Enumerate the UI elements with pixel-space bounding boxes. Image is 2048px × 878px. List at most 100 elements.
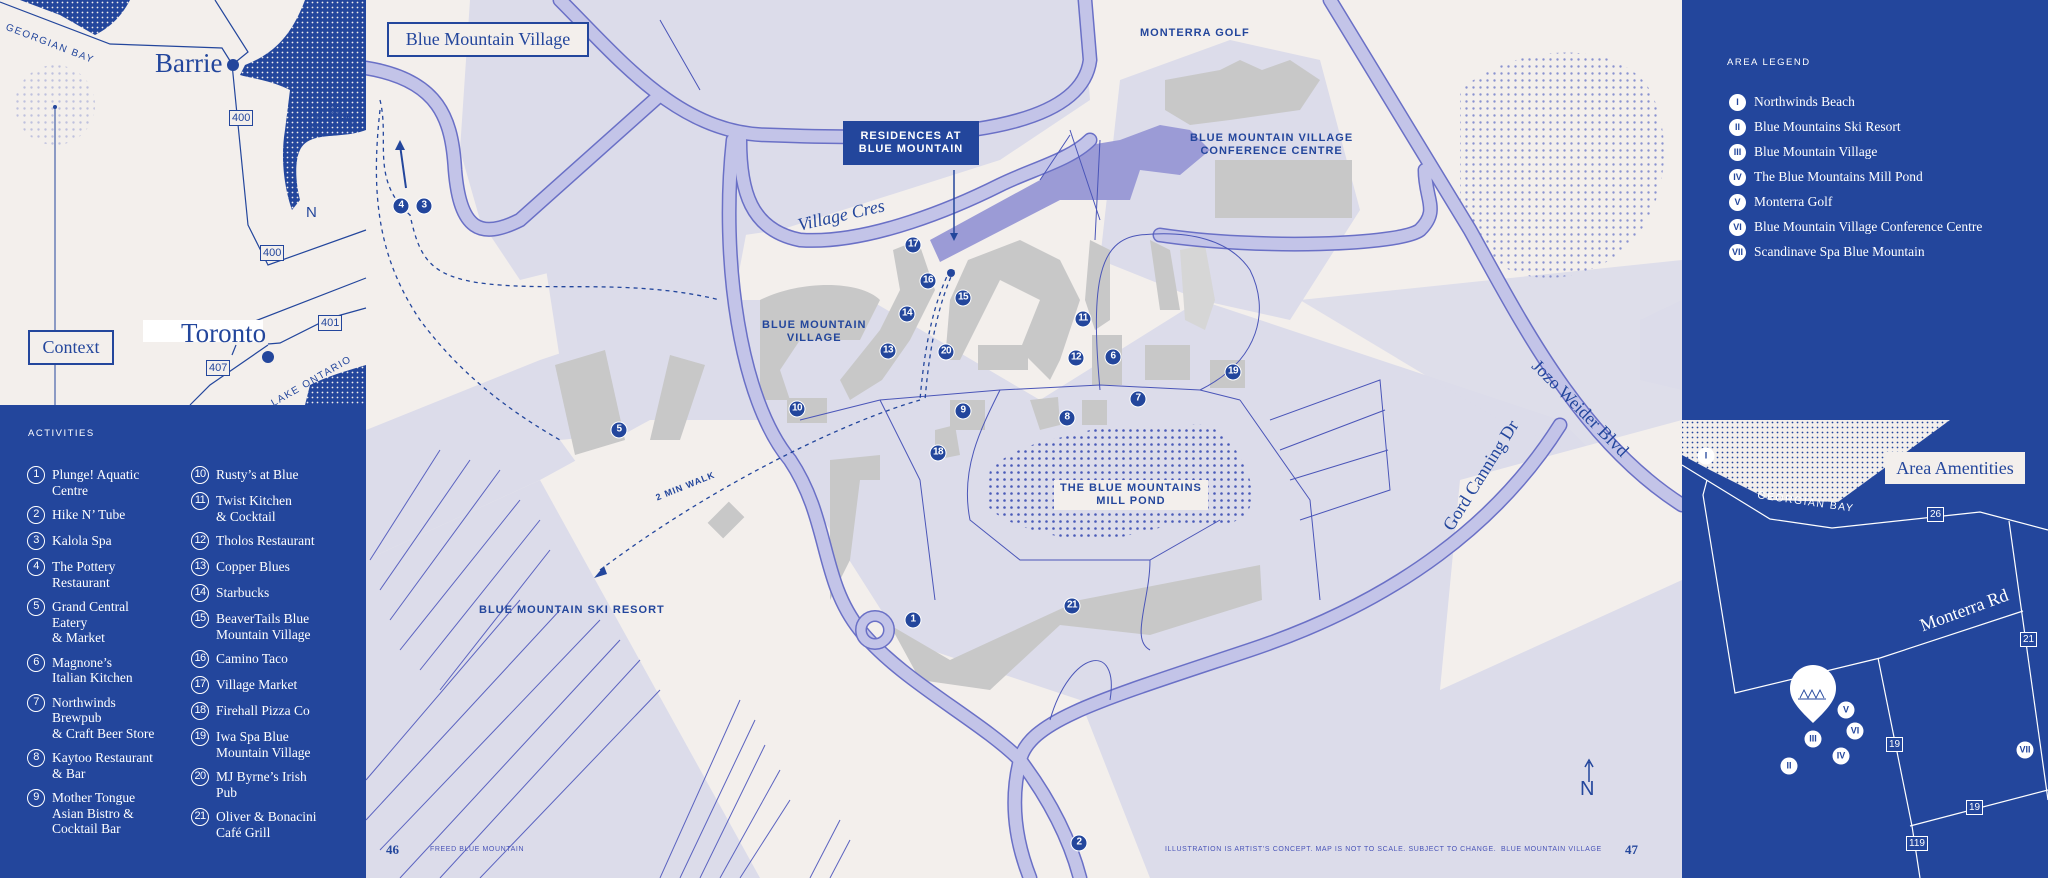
map-marker-11[interactable]: 11 [1074, 310, 1092, 328]
buildings [555, 60, 1352, 690]
activity-number: 8 [27, 749, 45, 767]
area-marker-IV[interactable]: IV [1832, 747, 1850, 765]
map-marker-7[interactable]: 7 [1129, 390, 1147, 408]
activity-number: 6 [27, 653, 45, 672]
activity-label: Northwinds Brewpub & Craft Beer Store [52, 694, 155, 741]
label-residences[interactable]: RESIDENCES AT BLUE MOUNTAIN [843, 121, 979, 165]
residences-pointer-head [950, 233, 958, 241]
map-marker-19[interactable]: 19 [1224, 363, 1242, 381]
activity-label: Tholos Restaurant [216, 533, 315, 548]
activity-number: 20 [191, 768, 209, 786]
city-barrie: Barrie [155, 48, 223, 78]
activity-item[interactable]: 6 Magnone’s Italian Kitchen [27, 653, 154, 686]
map-marker-17[interactable]: 17 [904, 236, 922, 254]
map-marker-20[interactable]: 20 [937, 343, 955, 361]
toronto-label-bg [143, 320, 263, 342]
activity-label: Camino Taco [216, 651, 288, 666]
map-marker-8[interactable]: 8 [1058, 409, 1076, 427]
map-marker-14[interactable]: 14 [898, 305, 916, 323]
map-marker-5[interactable]: 5 [610, 421, 628, 439]
legend-label: Scandinave Spa Blue Mountain [1754, 244, 1925, 259]
legend-numeral: VI [1729, 218, 1746, 236]
label-conference-centre: BLUE MOUNTAIN VILLAGE CONFERENCE CENTRE [1190, 132, 1354, 157]
activity-number: 5 [27, 598, 45, 616]
label-ski-resort: BLUE MOUNTAIN SKI RESORT [479, 604, 665, 616]
map-marker-10[interactable]: 10 [788, 400, 806, 418]
area-marker-I[interactable]: I [1697, 447, 1715, 465]
activity-number: 14 [191, 584, 209, 602]
area-marker-III[interactable]: III [1804, 730, 1822, 748]
footer-section: BLUE MOUNTAIN VILLAGE [1501, 846, 1602, 853]
georgian-bay-water [1682, 420, 1950, 502]
area-marker-II[interactable]: II [1780, 757, 1798, 775]
map-marker-9[interactable]: 9 [954, 402, 972, 420]
map-marker-21[interactable]: 21 [1063, 597, 1081, 615]
activity-label: Twist Kitchen & Cocktail [216, 493, 292, 524]
north-label: N [1580, 778, 1595, 800]
map-marker-16[interactable]: 16 [919, 272, 937, 290]
activity-number: 13 [191, 558, 209, 576]
activity-number: 3 [27, 532, 45, 550]
footer-publication: FREED BLUE MOUNTAIN [430, 846, 525, 853]
map-marker-3[interactable]: 3 [415, 197, 433, 215]
map-marker-6[interactable]: 6 [1104, 348, 1122, 366]
map-marker-12[interactable]: 12 [1067, 349, 1085, 367]
city-toronto: Toronto [181, 318, 267, 348]
activity-item[interactable]: 17 Village Market [191, 676, 316, 694]
map-marker-2[interactable]: 2 [1070, 834, 1088, 852]
activity-label: Village Market [216, 677, 298, 692]
roads [358, 0, 1690, 878]
village-paths [659, 19, 1391, 721]
label-blue-mountain-village: BLUE MOUNTAIN VILLAGE [762, 319, 867, 344]
map-marker-15[interactable]: 15 [954, 289, 972, 307]
orientation-arrow [399, 144, 407, 189]
map-marker-4[interactable]: 4 [392, 197, 410, 215]
area-map-bg [1682, 420, 2048, 878]
activity-label: Plunge! Aquatic Centre [52, 467, 140, 498]
page-number-right: 47 [1625, 842, 1638, 857]
area-marker-V[interactable]: V [1837, 701, 1855, 719]
walking-trails [375, 99, 955, 571]
highway-shield-21: 21 [2020, 632, 2038, 647]
label-mill-pond: THE BLUE MOUNTAINS MILL POND [1054, 480, 1208, 510]
highway-shield-401: 401 [318, 315, 343, 331]
dotted-field [1460, 52, 1665, 278]
map-marker-13[interactable]: 13 [879, 342, 897, 360]
walk-arrowhead [594, 566, 607, 578]
activity-number: 21 [191, 808, 209, 826]
area-marker-VI[interactable]: VI [1846, 722, 1864, 740]
map-marker-18[interactable]: 18 [929, 444, 947, 462]
area-marker-VII[interactable]: VII [2016, 741, 2034, 759]
highway-shield-26: 26 [1927, 507, 1945, 522]
activity-number: 17 [191, 676, 209, 694]
map-marker-1[interactable]: 1 [904, 611, 922, 629]
legend-label: Monterra Golf [1754, 194, 1833, 209]
activity-label: Magnone’s Italian Kitchen [52, 654, 133, 686]
